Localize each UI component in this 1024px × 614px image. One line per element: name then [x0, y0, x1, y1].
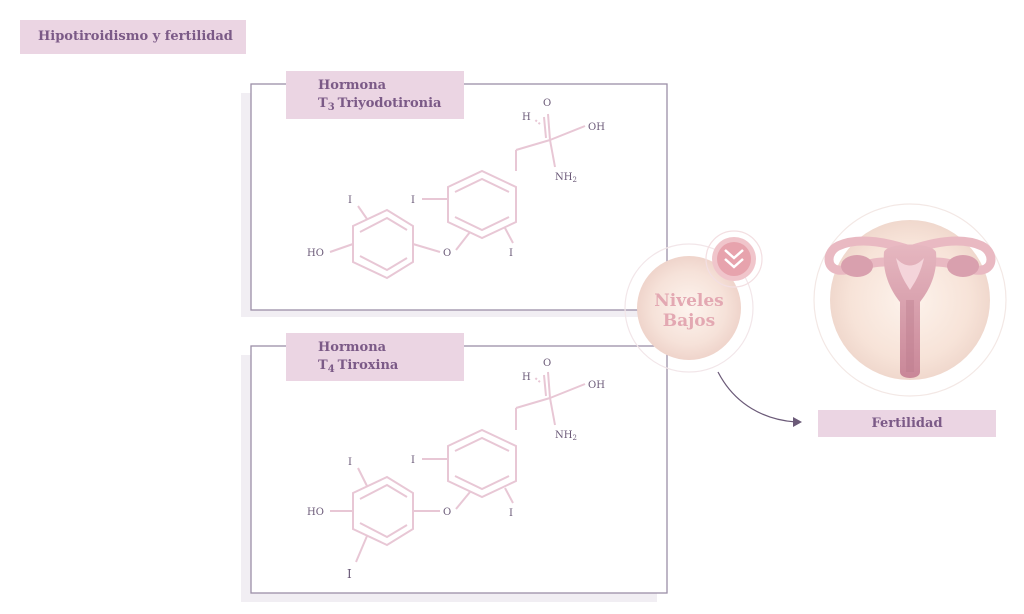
t3-atom-o: O	[543, 98, 551, 109]
t3-panel-frame	[250, 83, 668, 311]
t4-atom-o-ether: O	[443, 507, 451, 518]
flow-arrow	[717, 371, 802, 427]
badge-outer-ring	[624, 243, 754, 373]
t3-index: 3	[327, 102, 335, 113]
badge-orb	[637, 256, 741, 360]
t4-atom-i-top: I	[348, 457, 352, 468]
uterus-icon	[813, 203, 1007, 397]
t3-atom-oh: OH	[588, 122, 605, 133]
t3-name: Triyodotironia	[337, 96, 442, 111]
t3-atom-o-ether: O	[443, 248, 451, 259]
t4-atom-oh: OH	[588, 380, 605, 391]
t4-name: Tiroxina	[337, 358, 399, 373]
t3-symbol: T	[318, 96, 328, 111]
t3-atom-ho: HO	[307, 248, 324, 259]
t4-hormone-line1: Hormona	[318, 340, 387, 355]
t4-atom-nh2-sub: 2	[572, 434, 576, 442]
t4-atom-nh: NH	[555, 430, 573, 441]
t4-ring-left	[352, 475, 414, 547]
t4-molecule	[330, 371, 586, 563]
t4-ring-right	[447, 428, 517, 499]
t3-ring-left	[352, 208, 414, 280]
t4-index: 4	[327, 364, 335, 375]
fertility-label: Fertilidad	[818, 410, 996, 437]
t3-atom-i-bottom: I	[509, 248, 513, 259]
page-title: Hipotiroidismo y fertilidad	[20, 20, 246, 54]
t4-atom-nh2: NH2	[555, 430, 577, 442]
badge-text-line2: Bajos	[663, 311, 715, 331]
t3-hormone-line1: Hormona	[318, 78, 387, 93]
t4-atom-ho: HO	[307, 507, 324, 518]
t4-panel-frame	[250, 345, 668, 594]
t4-atom-i-bottom: I	[347, 567, 352, 581]
t4-atom-o: O	[543, 358, 551, 369]
t3-atom-nh2: NH2	[555, 172, 577, 184]
double-chevron-down-icon	[705, 230, 763, 288]
t4-atom-i-mid: I	[411, 455, 415, 466]
t4-symbol: T	[318, 358, 328, 373]
t3-atom-i-mid: I	[411, 195, 415, 206]
badge-text-line1: Niveles	[654, 291, 724, 311]
t4-atom-h: H	[522, 372, 531, 383]
t3-atom-i-top: I	[348, 195, 352, 206]
niveles-bajos-badge: Niveles Bajos	[624, 243, 754, 373]
t3-atom-h: H	[522, 112, 531, 123]
t3-molecule	[329, 113, 586, 280]
t4-atom-i-right: I	[509, 508, 513, 519]
t3-atom-nh2-sub: 2	[572, 176, 576, 184]
t3-atom-nh: NH	[555, 172, 573, 183]
t3-panel	[241, 83, 668, 317]
t3-ring-right	[447, 169, 517, 240]
